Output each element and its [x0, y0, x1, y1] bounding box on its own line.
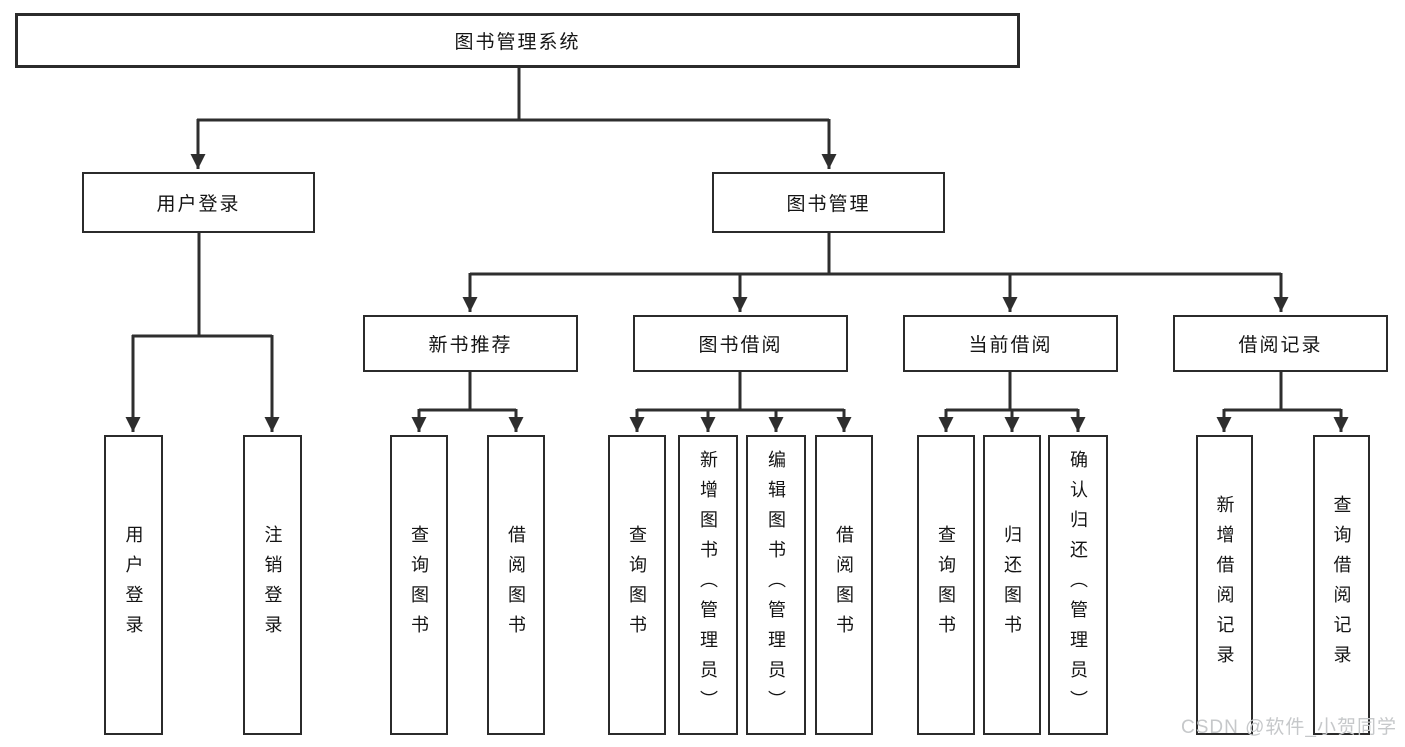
node-label: 借阅图书 [834, 525, 854, 645]
node-label: 查询借阅记录 [1331, 495, 1352, 675]
node-borrowing-records: 借阅记录 [1173, 315, 1388, 372]
leaf-return-books: 归还图书 [983, 435, 1041, 735]
node-label: 图书管理系统 [454, 32, 581, 53]
csdn-watermark: CSDN @软件_小贺同学 [1181, 717, 1397, 738]
node-root-library-system: 图书管理系统 [15, 13, 1020, 68]
leaf-newbook-borrow-books: 借阅图书 [487, 435, 545, 735]
leaf-add-borrow-record: 新增借阅记录 [1196, 435, 1253, 735]
node-label: 查询图书 [627, 525, 647, 645]
leaf-newbook-query-books: 查询图书 [390, 435, 448, 735]
node-label: 注销登录 [262, 525, 283, 645]
node-book-management-module: 图书管理 [712, 172, 945, 233]
node-new-book-recommend: 新书推荐 [363, 315, 578, 372]
node-label: 确认归还（管理员） [1068, 450, 1088, 720]
leaf-user-login: 用户登录 [104, 435, 163, 735]
node-label: 编辑图书（管理员） [766, 450, 786, 720]
node-label: 图书借阅 [698, 335, 783, 356]
node-label: 用户登录 [156, 194, 241, 215]
leaf-borrow-query-books: 查询图书 [608, 435, 666, 735]
node-label: 新增借阅记录 [1214, 495, 1235, 675]
leaf-confirm-return-admin: 确认归还（管理员） [1048, 435, 1108, 735]
node-label: 借阅图书 [506, 525, 526, 645]
leaf-current-query-books: 查询图书 [917, 435, 975, 735]
node-label: 图书管理 [786, 194, 871, 215]
node-current-borrowing: 当前借阅 [903, 315, 1118, 372]
node-user-login-module: 用户登录 [82, 172, 315, 233]
leaf-logout: 注销登录 [243, 435, 302, 735]
node-label: 归还图书 [1002, 525, 1022, 645]
node-book-borrowing: 图书借阅 [633, 315, 848, 372]
node-label: 新增图书（管理员） [698, 450, 718, 720]
node-label: 查询图书 [936, 525, 956, 645]
node-label: 查询图书 [409, 525, 429, 645]
leaf-edit-books-admin: 编辑图书（管理员） [746, 435, 806, 735]
node-label: 当前借阅 [968, 335, 1053, 356]
leaf-add-books-admin: 新增图书（管理员） [678, 435, 738, 735]
leaf-borrow-books: 借阅图书 [815, 435, 873, 735]
node-label: 用户登录 [123, 525, 144, 645]
node-label: 新书推荐 [428, 335, 513, 356]
node-label: 借阅记录 [1238, 335, 1323, 356]
leaf-query-borrow-record: 查询借阅记录 [1313, 435, 1370, 735]
